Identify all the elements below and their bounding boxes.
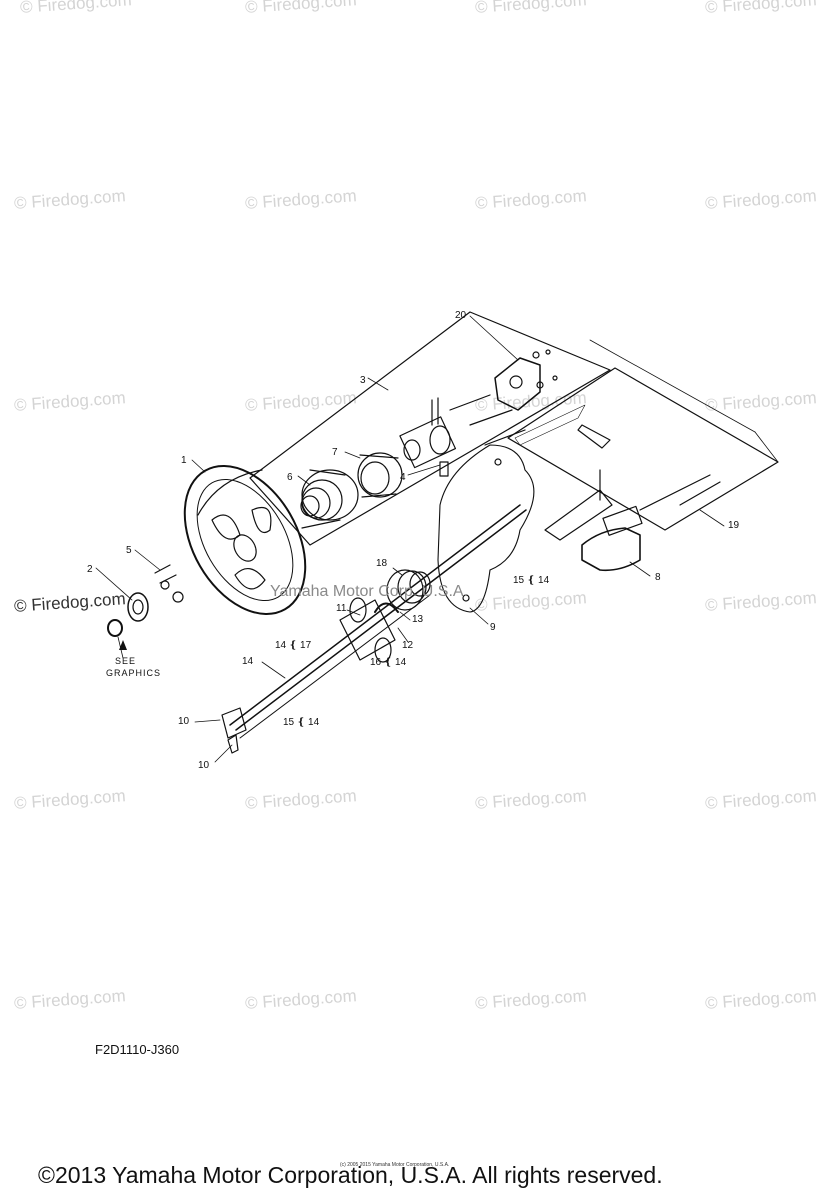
callout-15-14-shaft: 15 ❴ 14 [283, 717, 320, 728]
part-8-bracket [544, 424, 721, 572]
leader-lines [95, 315, 725, 763]
see-graphics-line2: GRAPHICS [106, 668, 161, 678]
steering-wheel [183, 465, 307, 615]
steering-mechanism [399, 394, 526, 477]
group-box-8 [507, 367, 779, 531]
callout-14-17: 14 ❴ 17 [275, 640, 312, 651]
callout-20: 20 [455, 310, 467, 321]
hub-parts [107, 564, 184, 637]
diagram-part-code: F2D1110-J360 [95, 1042, 180, 1057]
arrow-up-icon [119, 640, 127, 650]
see-graphics-line1: SEE [115, 656, 136, 666]
copyright-notice: ©2013 Yamaha Motor Corporation, U.S.A. A… [38, 1162, 663, 1188]
part-9-panel [437, 444, 535, 613]
callout-5: 5 [126, 545, 132, 556]
group-box-3 [249, 311, 611, 546]
callout-9: 9 [490, 622, 496, 633]
callout-1: 1 [181, 455, 187, 466]
callout-8: 8 [655, 572, 661, 583]
callout-6: 6 [287, 472, 293, 483]
callout-11: 11 [336, 603, 347, 614]
callout-2: 2 [87, 564, 93, 575]
part-13-clamp [374, 602, 399, 613]
callout-7: 7 [332, 447, 338, 458]
part-18-coupling [386, 569, 431, 611]
watermark-photo-credit: Yamaha Motor Corp. U.S.A. [270, 583, 468, 600]
part-11-sleeve [339, 597, 396, 663]
callout-14: 14 [242, 656, 254, 667]
callout-16-14: 16 ❴ 14 [370, 657, 407, 668]
callout-18: 18 [376, 558, 388, 569]
part-7-housing [357, 452, 403, 498]
callout-13: 13 [412, 614, 424, 625]
callout-10b: 10 [198, 760, 210, 771]
callout-10a: 10 [178, 716, 190, 727]
part-6-bellows [300, 469, 359, 529]
steering-shaft [221, 504, 527, 754]
callout-12: 12 [402, 640, 414, 651]
callout-3: 3 [360, 375, 366, 386]
callout-15-14-panel: 15 ❴ 14 [513, 575, 550, 586]
tiny-credit: (c) 2005 2015 Yamaha Motor Corporation, … [340, 1162, 450, 1168]
callout-19: 19 [728, 520, 740, 531]
callout-4: 4 [400, 472, 406, 483]
part-20-plate [494, 349, 558, 411]
group-box-inner [514, 404, 586, 446]
